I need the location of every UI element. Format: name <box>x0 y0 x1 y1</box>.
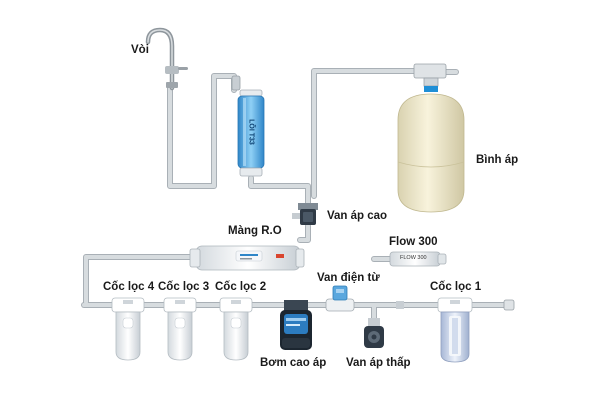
high-pressure-valve <box>292 203 318 225</box>
t33-cartridge-text: LÕI T33 <box>247 119 255 145</box>
pipe-membrane-to-filter4 <box>83 254 199 305</box>
pipe-fitting <box>396 301 404 309</box>
filter-housing-3-label: Cốc lọc 3 <box>158 281 210 293</box>
filter-housing-3 <box>163 297 197 361</box>
high-pressure-valve-label: Van áp cao <box>327 210 388 222</box>
flow-restrictor <box>389 251 447 267</box>
flow-restrictor-label: Flow 300 <box>389 236 438 248</box>
filter-housing-1 <box>437 297 473 363</box>
booster-pump <box>280 300 312 350</box>
booster-pump-label: Bơm cao áp <box>260 357 327 369</box>
pressure-tank-label: Bình áp <box>476 154 519 166</box>
filter-housing-4-label: Cốc lọc 4 <box>103 281 155 293</box>
faucet <box>145 27 188 91</box>
solenoid-valve-label: Van điện từ <box>317 272 380 284</box>
filter-housing-2-label: Cốc lọc 2 <box>215 281 267 293</box>
low-pressure-valve-label: Van áp thấp <box>346 357 411 369</box>
ro-membrane <box>189 245 305 271</box>
ro-membrane-label: Màng R.O <box>228 225 282 237</box>
t33-cartridge <box>231 75 265 177</box>
inlet-fitting <box>503 299 515 311</box>
faucet-label: Vòi <box>131 44 149 56</box>
solenoid-valve <box>325 285 355 312</box>
pressure-tank <box>397 63 465 213</box>
flow-cap-text: FLOW 300 <box>400 255 427 261</box>
pipe-faucet-loop <box>167 85 217 189</box>
low-pressure-valve <box>364 318 384 348</box>
filter-housing-2 <box>219 297 253 361</box>
pipe-to-t33 <box>211 73 237 93</box>
filter-housing-1-label: Cốc lọc 1 <box>430 281 482 293</box>
pipe-t33-out <box>248 175 311 209</box>
filter-housing-4 <box>111 297 145 361</box>
